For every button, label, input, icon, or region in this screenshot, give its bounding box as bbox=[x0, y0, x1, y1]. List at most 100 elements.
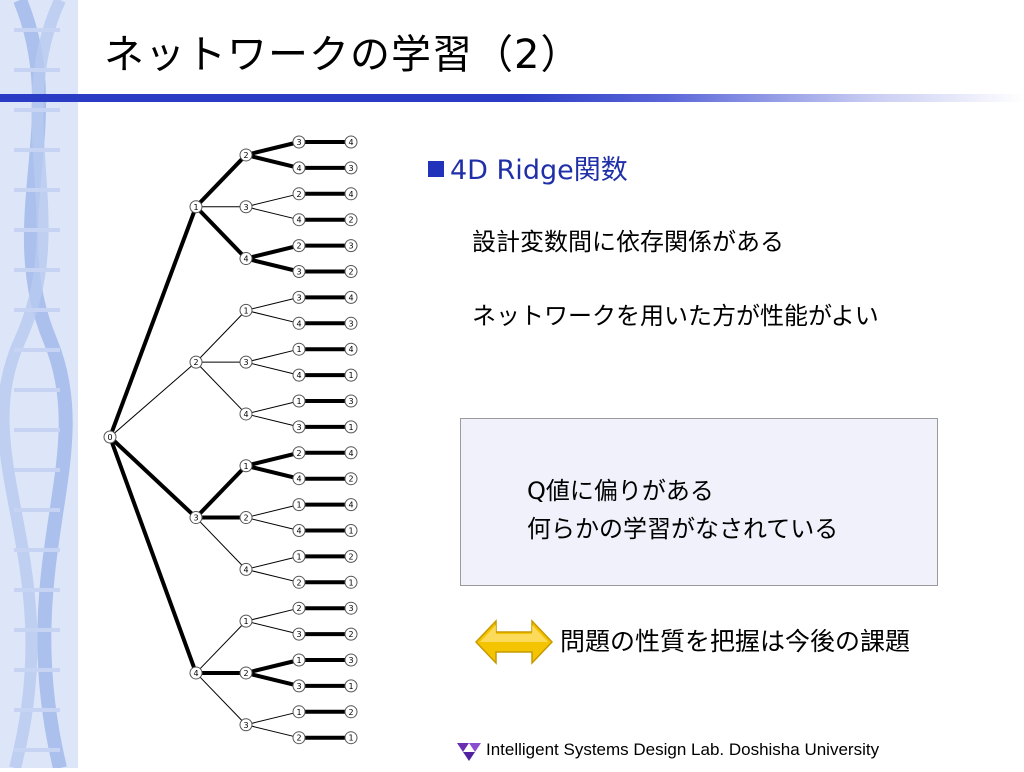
tree-node-label: 3 bbox=[348, 242, 353, 251]
tree-node: 1 bbox=[344, 420, 358, 434]
page-title: ネットワークの学習（2） bbox=[104, 32, 582, 78]
tree-node-label: 1 bbox=[193, 203, 198, 212]
tree-edge bbox=[245, 140, 300, 157]
tree-node-label: 3 bbox=[296, 423, 301, 432]
tree-node: 1 bbox=[344, 575, 358, 589]
tree-node: 4 bbox=[239, 252, 253, 266]
tree-edge bbox=[245, 517, 300, 531]
decorative-left-band bbox=[0, 0, 78, 770]
tree-node-label: 3 bbox=[243, 203, 248, 212]
tree-node: 4 bbox=[344, 290, 358, 304]
tree-node-label: 3 bbox=[348, 164, 353, 173]
tree-node-label: 2 bbox=[193, 358, 198, 367]
tree-node: 3 bbox=[344, 653, 358, 667]
bullet-heading: 4D Ridge関数 bbox=[428, 148, 628, 187]
tree-node: 4 bbox=[344, 135, 358, 149]
tree-node-label: 2 bbox=[296, 242, 301, 251]
tree-node-label: 4 bbox=[296, 319, 301, 328]
tree-node: 2 bbox=[239, 666, 253, 680]
tree-edge bbox=[245, 296, 300, 311]
tree-node: 3 bbox=[239, 200, 253, 214]
tree-node-label: 3 bbox=[348, 604, 353, 613]
tree-node: 4 bbox=[239, 407, 253, 421]
tree-edge bbox=[194, 153, 248, 209]
tree-node-label: 2 bbox=[243, 669, 248, 678]
tree-node: 1 bbox=[292, 394, 306, 408]
tree-node-label: 2 bbox=[348, 268, 353, 277]
tree-node: 3 bbox=[292, 265, 306, 278]
tree-node-label: 2 bbox=[348, 708, 353, 717]
tree-edge bbox=[245, 153, 300, 170]
tree-node-label: 3 bbox=[348, 397, 353, 406]
tree-node: 4 bbox=[239, 562, 253, 576]
tree-node: 4 bbox=[344, 342, 358, 356]
tree-node-label: 2 bbox=[296, 604, 301, 613]
tree-node-label: 1 bbox=[296, 552, 301, 561]
tree-node: 2 bbox=[344, 213, 358, 227]
tree-edge bbox=[108, 206, 198, 438]
tree-node-label: 2 bbox=[348, 475, 353, 484]
future-work-text: 問題の性質を把握は今後の課題 bbox=[560, 627, 911, 656]
tree-node: 1 bbox=[292, 705, 306, 719]
tree-node-label: 2 bbox=[296, 578, 301, 587]
bullet-square-icon bbox=[428, 161, 444, 177]
tree-edge bbox=[195, 672, 247, 726]
tree-node: 4 bbox=[292, 368, 306, 382]
tree-edge bbox=[245, 607, 300, 622]
tree-node-label: 1 bbox=[243, 617, 248, 626]
tree-node: 1 bbox=[239, 459, 253, 473]
tree-edge bbox=[108, 435, 198, 520]
footer-text: Intelligent Systems Design Lab. Doshisha… bbox=[486, 740, 880, 759]
tree-edge bbox=[245, 555, 300, 570]
tree-node-label: 4 bbox=[296, 475, 301, 484]
q-value-box: Q値に偏りがある 何らかの学習がなされている bbox=[460, 418, 938, 586]
tree-node: 3 bbox=[344, 161, 358, 175]
tree-node-label: 1 bbox=[243, 462, 248, 471]
tree-node: 1 bbox=[239, 614, 253, 628]
tree-edge bbox=[245, 450, 300, 468]
tree-node: 3 bbox=[344, 601, 358, 615]
tree-node-label: 3 bbox=[296, 293, 301, 302]
tree-node-label: 1 bbox=[348, 682, 353, 691]
tree-edge bbox=[245, 348, 300, 363]
tree-node: 1 bbox=[292, 342, 306, 356]
tree-node-label: 3 bbox=[296, 268, 301, 277]
tree-node-label: 3 bbox=[243, 358, 248, 367]
box-line-1: Q値に偏りがある bbox=[527, 477, 714, 505]
tree-node: 3 bbox=[189, 511, 203, 525]
tree-node: 1 bbox=[344, 731, 358, 745]
tree-node-label: 0 bbox=[107, 433, 112, 442]
tree-edge bbox=[245, 361, 300, 376]
tree-node-label: 3 bbox=[243, 721, 248, 730]
tree-edge bbox=[245, 413, 300, 428]
tree-node-label: 4 bbox=[348, 345, 353, 354]
tree-edge bbox=[245, 193, 300, 208]
tree-edge bbox=[245, 568, 300, 583]
tree-node: 1 bbox=[292, 498, 306, 512]
tree-node-label: 4 bbox=[348, 293, 353, 302]
tree-edge bbox=[195, 361, 247, 415]
tree-node: 1 bbox=[344, 679, 358, 693]
tree-node-label: 4 bbox=[348, 138, 353, 147]
tree-node: 2 bbox=[344, 265, 358, 278]
tree-node: 2 bbox=[344, 549, 358, 563]
tree-node: 2 bbox=[292, 601, 306, 615]
tree-node: 3 bbox=[292, 135, 306, 149]
tree-edge bbox=[245, 658, 300, 675]
tree-node-label: 4 bbox=[296, 164, 301, 173]
tree-node: 3 bbox=[344, 316, 358, 330]
tree-node-label: 1 bbox=[296, 397, 301, 406]
tree-node-label: 4 bbox=[296, 371, 301, 380]
tree-node: 2 bbox=[292, 187, 306, 201]
tree-node-label: 1 bbox=[348, 527, 353, 536]
tree-node-label: 1 bbox=[296, 345, 301, 354]
tree-node-label: 1 bbox=[348, 371, 353, 380]
tree-node-label: 1 bbox=[296, 501, 301, 510]
tree-edge bbox=[245, 620, 300, 635]
tree-node: 3 bbox=[292, 290, 306, 304]
tree-edge bbox=[108, 436, 198, 674]
tree-node-label: 4 bbox=[243, 565, 248, 574]
tree-node: 2 bbox=[344, 627, 358, 641]
tree-node: 4 bbox=[292, 472, 306, 486]
